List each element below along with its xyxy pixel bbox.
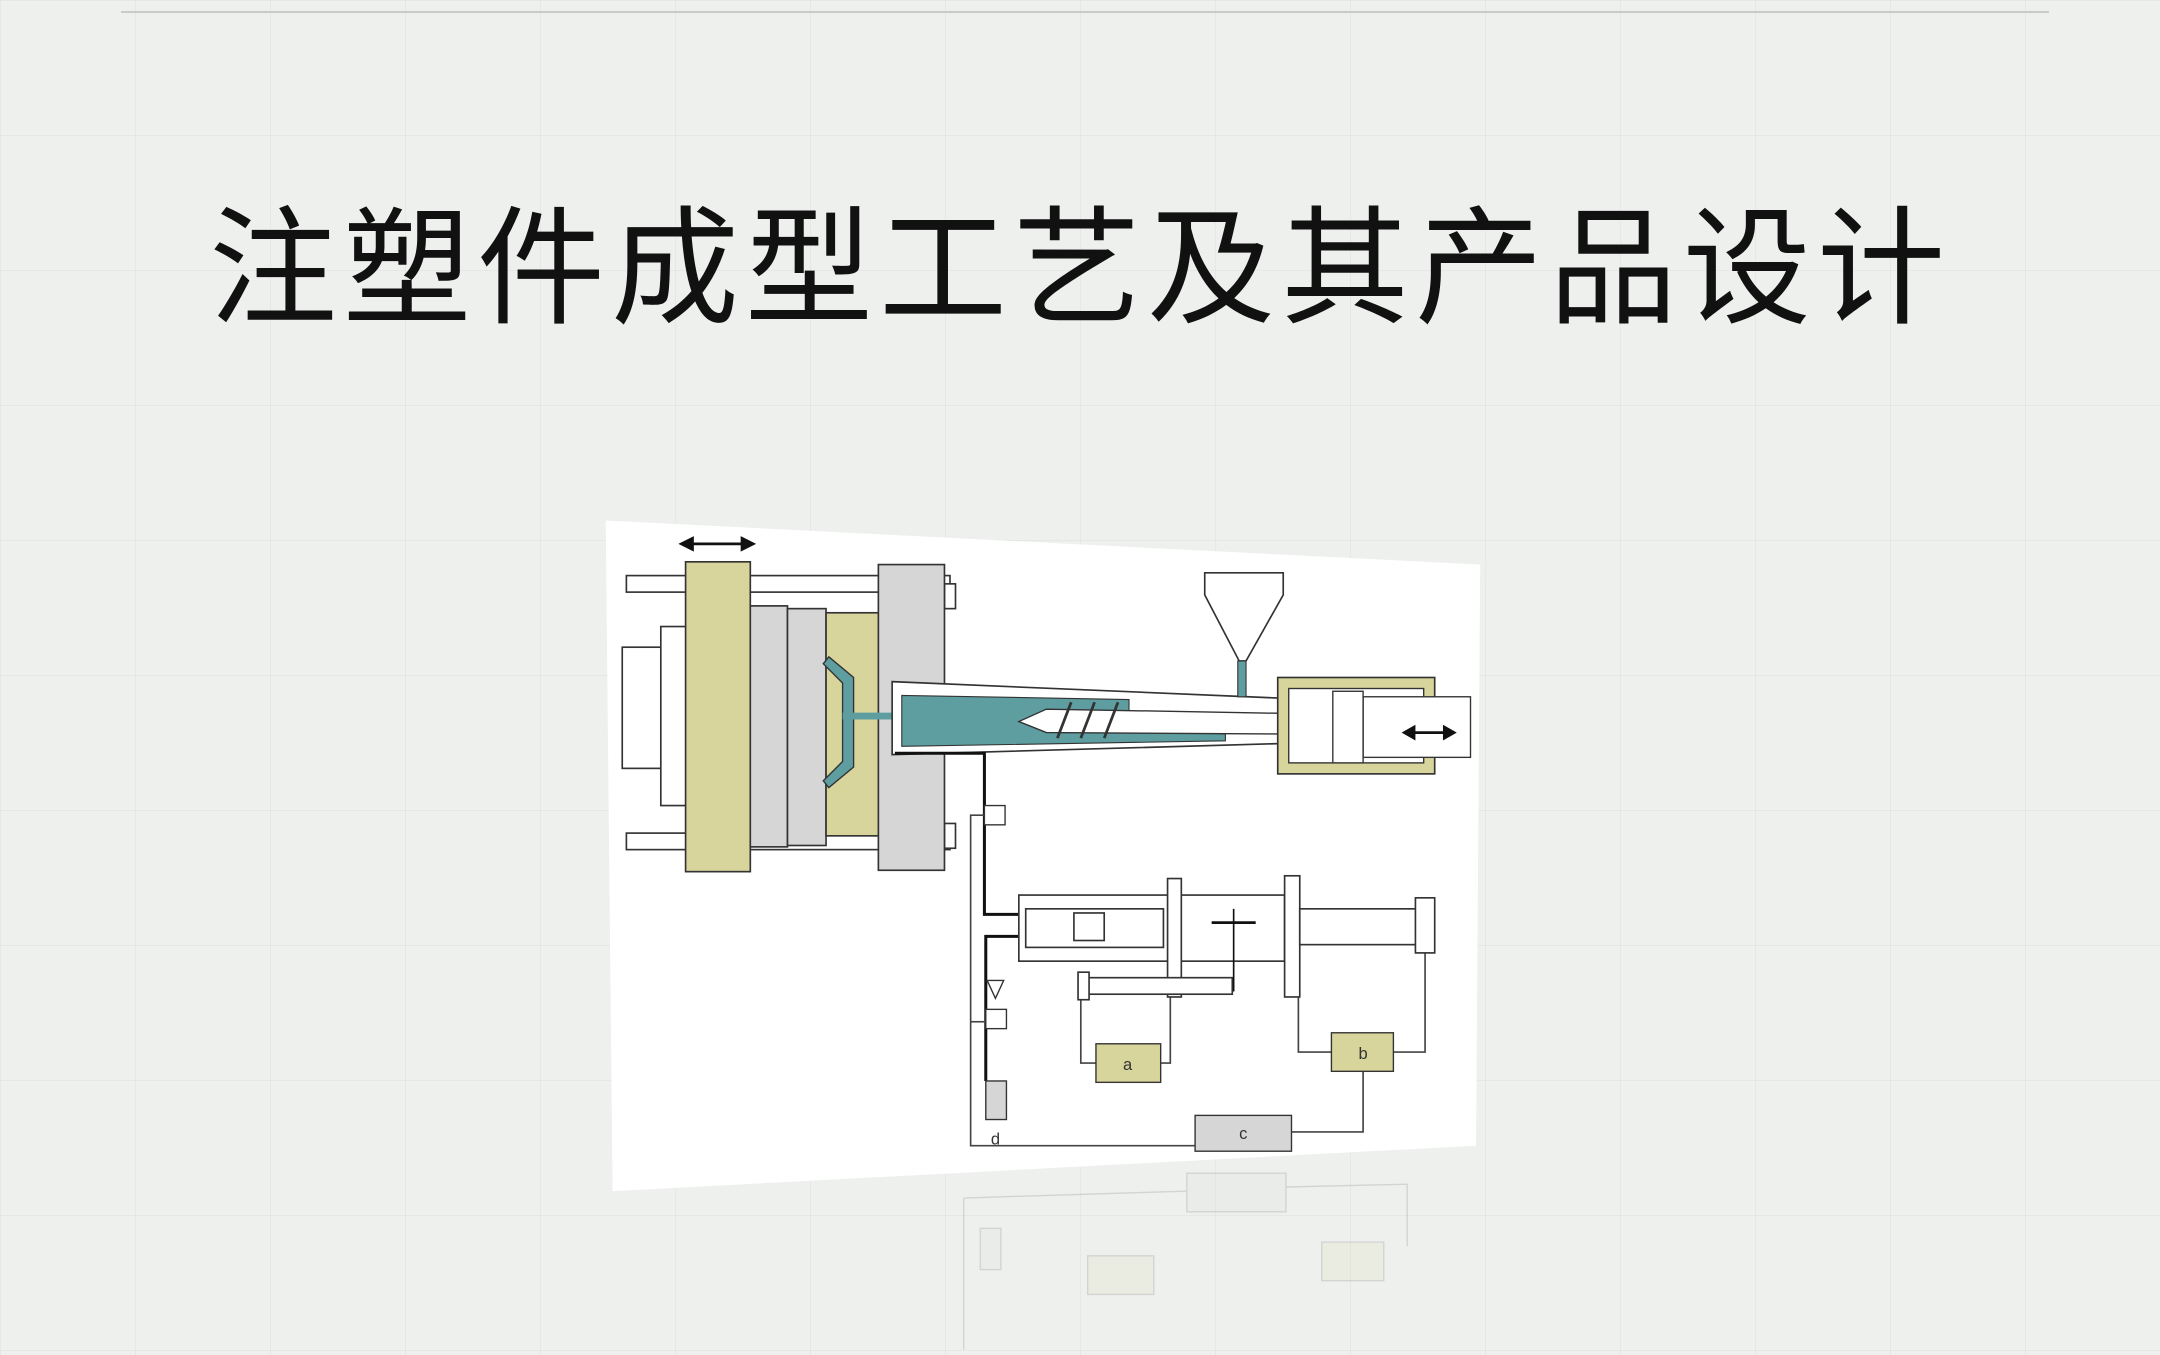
hydraulic-lines [894,751,1026,1081]
component-c-box [1194,1114,1293,1152]
screw [1017,708,1282,735]
plasticizing-unit [1018,874,1436,1001]
accumulator [985,1080,1008,1121]
check-valve [986,979,1005,1000]
top-divider [121,11,2049,13]
mold-plate [749,605,789,848]
slide-title: 注塑件成型工艺及其产品设计 [208,195,1951,344]
valve [985,1008,1008,1030]
control-lines [969,814,1426,1147]
double-arrow-icon [1211,908,1256,992]
moving-platen [684,560,752,873]
valve [983,804,1006,826]
double-arrow-icon [1401,724,1457,741]
label-a: a [1123,1055,1133,1074]
screw-flights [1056,701,1120,739]
label-c: c [1239,1124,1247,1143]
double-arrow-icon [678,536,757,552]
component-b-box [1330,1032,1395,1073]
label-d: d [991,1129,1000,1148]
label-b: b [1359,1044,1368,1063]
diagram-reflection [963,1172,1408,1350]
mold-cavity [822,655,855,789]
component-a-box [1095,1043,1162,1084]
injection-molding-machine-diagram: a b c d [605,520,1481,1350]
